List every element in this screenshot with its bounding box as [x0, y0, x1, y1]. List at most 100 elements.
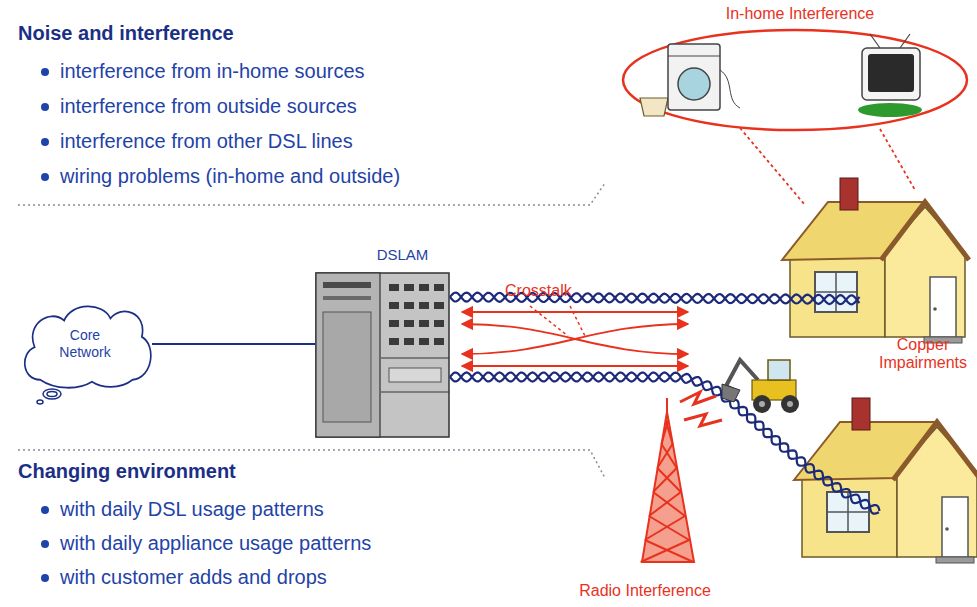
dslam-shape [434, 284, 444, 291]
backhoe-icon [768, 360, 790, 380]
washing-machine-icon [640, 44, 740, 116]
dslam-node: DSLAM [315, 246, 450, 438]
bullet-text: interference from other DSL lines [60, 130, 353, 153]
dslam-shape [419, 338, 429, 345]
radio-tower-icon [661, 420, 668, 444]
section-heading: Changing environment [18, 460, 236, 483]
radio-tower-icon [657, 468, 681, 492]
washing-machine-icon [720, 70, 740, 108]
washing-machine-icon [678, 68, 710, 100]
cloud-tail [43, 389, 61, 399]
tv-icon [868, 54, 914, 92]
radio-tower-icon [641, 420, 694, 562]
bullet-text: with customer adds and drops [60, 566, 327, 589]
bullet-dot [41, 103, 49, 111]
backhoe-icon [781, 395, 799, 413]
bullet-text: wiring problems (in-home and outside) [60, 165, 400, 188]
in-home-group [623, 30, 967, 205]
leader-line [880, 129, 915, 190]
dslam-shape [323, 312, 371, 422]
dslam-shape [316, 273, 449, 437]
dslam-shape [434, 320, 444, 327]
dslam-shape [419, 284, 429, 291]
radio-tower-icon [641, 392, 722, 562]
leader-line [530, 306, 585, 336]
washing-machine-icon [640, 98, 668, 116]
bullet-text: interference from outside sources [60, 95, 357, 118]
dslam-shape [434, 302, 444, 309]
dslam-shape [389, 320, 399, 327]
bullet-text: with daily appliance usage patterns [60, 532, 371, 555]
cloud-tail [37, 389, 61, 404]
dslam-shape [404, 302, 414, 309]
radio-tower-icon [666, 398, 668, 412]
radio-tower-icon [642, 412, 694, 562]
backhoe-icon [722, 384, 740, 402]
dslam-shape [381, 357, 449, 358]
bullet-dot [41, 506, 49, 514]
dslam-shape [389, 284, 399, 291]
bullet-text: interference from in-home sources [60, 60, 365, 83]
dslam-shape [419, 302, 429, 309]
radio-tower-icon [645, 540, 694, 562]
tv-icon [858, 103, 922, 117]
crosstalk-arrow [462, 324, 688, 354]
dslam-shape [434, 338, 444, 345]
radio-tower-icon [684, 414, 722, 426]
tv-icon [862, 48, 920, 100]
house-icon [794, 398, 977, 563]
dslam-shape [323, 282, 371, 288]
crosstalk-arrow [462, 311, 688, 313]
crosstalk-arrow [462, 365, 688, 367]
bullet-dot [41, 173, 49, 181]
cloud-tail [37, 400, 43, 404]
dslam-shape [419, 320, 429, 327]
callout-label: Copper Impairments [872, 336, 974, 373]
callout-label: Radio Interference [579, 582, 711, 600]
backhoe-icon [753, 395, 771, 413]
cloud-label: Core Network [50, 298, 120, 362]
leader-line [740, 128, 805, 205]
network-link [152, 343, 315, 345]
radio-tower-icon [645, 516, 685, 540]
in-home-group [623, 30, 967, 130]
dslam-shape [316, 273, 380, 437]
backhoe-icon [722, 360, 799, 413]
callout-label: Crosstalk [505, 282, 572, 300]
washing-machine-icon [668, 44, 720, 110]
bullet-dot [41, 574, 49, 582]
bullet-dot [41, 138, 49, 146]
bullet-text: with daily DSL usage patterns [60, 498, 324, 521]
dslam-shape [381, 391, 449, 392]
radio-tower-icon [641, 540, 690, 562]
leader-line [570, 306, 585, 336]
bullet-dot [41, 540, 49, 548]
crosstalk-arrow [462, 324, 688, 354]
leader-line [740, 128, 915, 205]
radio-tower-icon [680, 392, 716, 404]
house-icon [782, 178, 969, 343]
dslam-shape [389, 368, 441, 382]
separator-line [18, 183, 605, 478]
twisted-pair [450, 293, 880, 514]
dslam-shape [389, 338, 399, 345]
radio-tower-icon [657, 444, 672, 468]
tv-icon [900, 34, 910, 48]
cloud-tail [47, 392, 57, 397]
dslam-shape [315, 272, 450, 438]
callout-label: In-home Interference [726, 5, 875, 23]
tv-icon [870, 34, 880, 48]
radio-tower-icon [653, 492, 685, 516]
dslam-shape [404, 284, 414, 291]
radio-tower-icon [649, 516, 689, 540]
dslam-shape [323, 296, 371, 300]
radio-tower-icon [649, 492, 681, 516]
device-label: DSLAM [315, 246, 450, 264]
section-heading: Noise and interference [18, 22, 234, 45]
crosstalk-arrow [462, 312, 688, 366]
backhoe-icon [759, 401, 765, 407]
bullet-dot [41, 68, 49, 76]
backhoe-icon [787, 401, 793, 407]
leader-line [530, 306, 568, 336]
